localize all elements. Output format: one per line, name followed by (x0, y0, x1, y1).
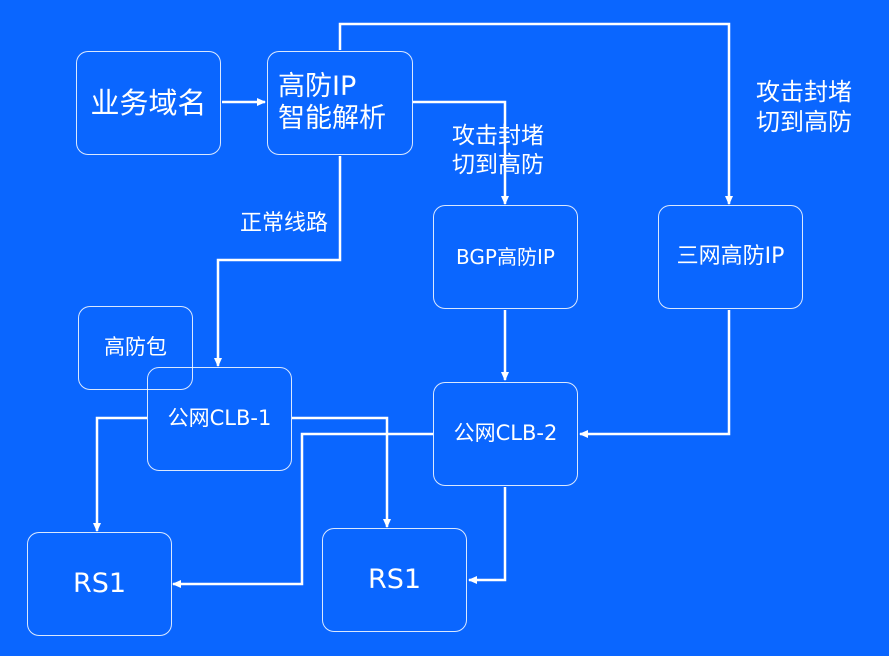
node-bgp-high-defense-ip: BGP高防IP (433, 205, 578, 309)
arrow-high-defense-to-bgp (413, 100, 509, 205)
node-clb1: 公网CLB-1 (147, 367, 292, 471)
node-rs-right-label: RS1 (367, 563, 422, 595)
node-package-label: 高防包 (104, 335, 167, 360)
node-rs-left-label: RS1 (72, 567, 127, 599)
node-bgp-label: BGP高防IP (456, 245, 555, 269)
label-attack-switch-right: 攻击封堵 切到高防 (756, 78, 852, 136)
node-three-net-high-defense-ip: 三网高防IP (658, 205, 803, 309)
node-clb2: 公网CLB-2 (433, 382, 578, 486)
node-high-defense-ip-label: 高防IP 智能解析 (278, 70, 386, 134)
arrow-three-net-to-clb2 (579, 310, 731, 438)
node-domain-label: 业务域名 (90, 85, 207, 120)
node-high-defense-ip: 高防IP 智能解析 (267, 51, 413, 155)
arrow-high-defense-to-clb1 (214, 156, 342, 367)
node-package: 高防包 (78, 306, 193, 390)
node-domain: 业务域名 (76, 51, 221, 155)
label-normal-route: 正常线路 (240, 211, 329, 236)
arrow-clb1-to-rs-left (93, 416, 147, 532)
node-clb1-label: 公网CLB-1 (167, 406, 272, 430)
arrow-clb2-to-rs-right (468, 487, 507, 584)
node-rs-left: RS1 (27, 532, 172, 636)
label-attack-switch-mid: 攻击封堵 切到高防 (452, 123, 544, 178)
node-rs-right: RS1 (322, 528, 467, 632)
arrow-clb1-to-rs-right (292, 416, 391, 528)
arrow-high-defense-to-three-net (338, 22, 733, 205)
node-three-net-label: 三网高防IP (676, 243, 785, 269)
node-clb2-label: 公网CLB-2 (453, 421, 558, 446)
arrow-clb2-to-rs-left (172, 432, 433, 588)
